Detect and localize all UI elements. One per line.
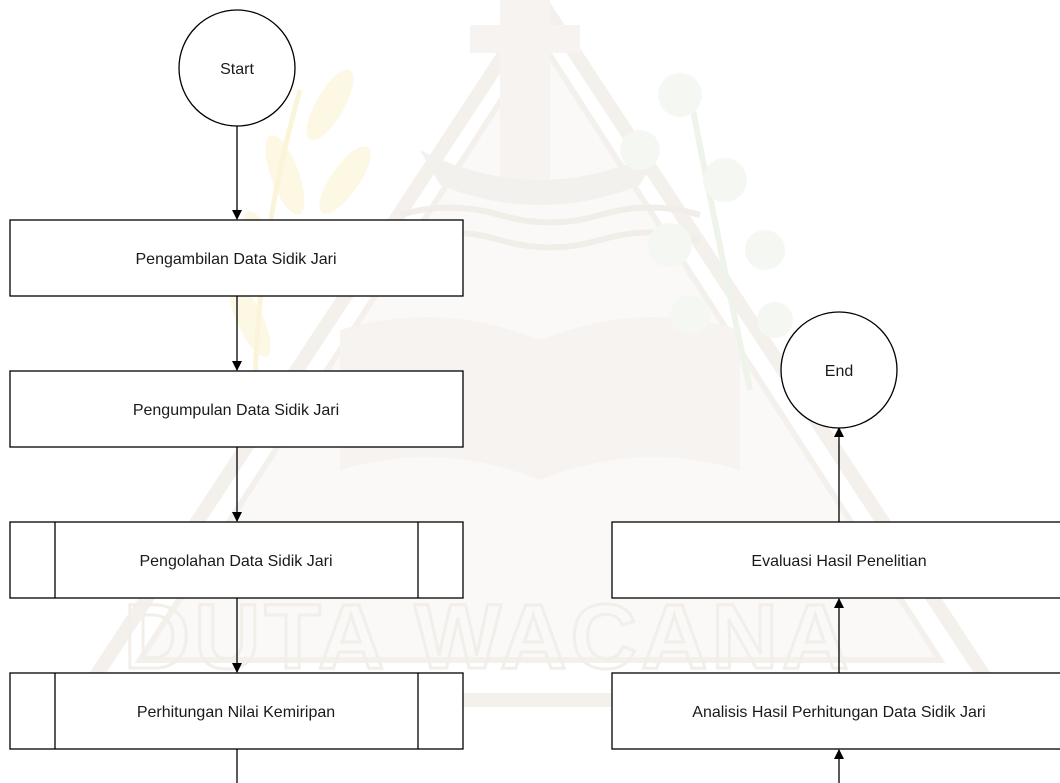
step2-label: Pengumpulan Data Sidik Jari <box>133 402 339 419</box>
watermark-cotton-icon <box>620 73 793 391</box>
subprocess-step-perhitungan[interactable]: Perhitungan Nilai Kemiripan <box>9 672 464 750</box>
start-node[interactable]: Start <box>178 9 296 127</box>
process-step-pengambilan[interactable]: Pengambilan Data Sidik Jari <box>9 219 464 297</box>
end-node[interactable]: End <box>780 311 898 429</box>
start-label: Start <box>220 61 254 78</box>
subprocess-step-pengolahan[interactable]: Pengolahan Data Sidik Jari <box>9 521 464 599</box>
process-step-evaluasi[interactable]: Evaluasi Hasil Penelitian <box>611 521 1060 599</box>
step3-label: Pengolahan Data Sidik Jari <box>139 553 332 570</box>
end-label: End <box>825 363 853 380</box>
step5-label: Analisis Hasil Perhitungan Data Sidik Ja… <box>692 704 985 721</box>
process-step-analisis[interactable]: Analisis Hasil Perhitungan Data Sidik Ja… <box>611 672 1060 750</box>
step1-label: Pengambilan Data Sidik Jari <box>136 251 337 268</box>
step6-label: Evaluasi Hasil Penelitian <box>751 553 926 570</box>
watermark-text: DUTA WACANA <box>124 586 853 688</box>
process-step-pengumpulan[interactable]: Pengumpulan Data Sidik Jari <box>9 370 464 448</box>
step4-label: Perhitungan Nilai Kemiripan <box>137 704 335 721</box>
